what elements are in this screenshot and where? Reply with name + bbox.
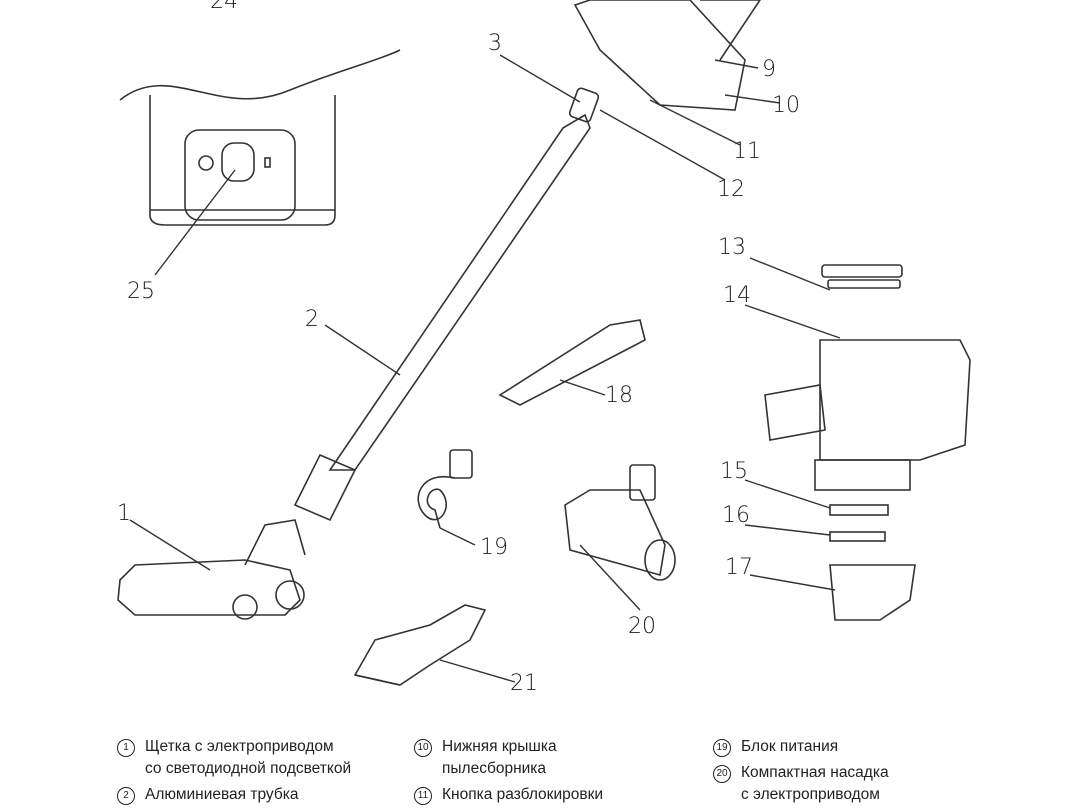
legend-number: 11 <box>414 787 432 805</box>
part-number-labels: 24 3 9 10 11 12 25 13 14 2 18 1 15 16 17… <box>117 0 800 696</box>
legend-number: 19 <box>713 739 731 757</box>
label-18: 18 <box>605 383 633 408</box>
dust-cup-detail <box>119 49 401 226</box>
legend-text: Нижняя крышка пылесборника <box>442 738 557 777</box>
legend-item: 20 Компактная насадка с электроприводом <box>713 762 889 806</box>
label-21: 21 <box>510 671 538 696</box>
legend-item: 2 Алюминиевая трубка <box>117 784 351 806</box>
legend-number: 10 <box>414 739 432 757</box>
legend-text: Компактная насадка с электроприводом <box>741 764 889 803</box>
label-13: 13 <box>718 235 746 260</box>
label-24: 24 <box>210 0 238 14</box>
main-unit-top <box>568 0 761 123</box>
legend-text: Алюминиевая трубка <box>145 786 299 803</box>
handheld-unit <box>764 264 971 621</box>
label-2: 2 <box>305 307 319 332</box>
label-9: 9 <box>762 57 776 82</box>
label-11: 11 <box>733 139 761 164</box>
crevice-tool <box>498 319 646 406</box>
legend-item: 19 Блок питания <box>713 736 889 758</box>
power-adapter <box>417 449 473 529</box>
legend-column-3: 19 Блок питания 20 Компактная насадка с эл… <box>713 736 889 810</box>
label-20: 20 <box>628 614 656 639</box>
legend-text: Кнопка разблокировки <box>442 786 604 803</box>
label-17: 17 <box>725 555 753 580</box>
electric-brush <box>117 519 306 620</box>
vacuum-exploded-diagram: 24 3 9 10 11 12 25 13 14 2 18 1 15 16 17… <box>117 0 971 696</box>
label-16: 16 <box>722 503 750 528</box>
label-25: 25 <box>127 279 155 304</box>
label-3: 3 <box>488 31 502 56</box>
legend-item: 1 Щетка с электроприводом со светодиодной… <box>117 736 351 780</box>
legend-item: 10 Нижняя крышка пылесборника <box>414 736 603 780</box>
legend-text: Блок питания <box>741 738 839 755</box>
label-1: 1 <box>117 501 131 526</box>
label-12: 12 <box>717 177 745 202</box>
legend-number: 2 <box>117 787 135 805</box>
legend-item: 11 Кнопка разблокировки <box>414 784 603 806</box>
legend-column-2: 10 Нижняя крышка пылесборника 11 Кнопка ра… <box>414 736 603 810</box>
legend-number: 1 <box>117 739 135 757</box>
label-14: 14 <box>723 283 751 308</box>
leader-lines <box>129 54 841 683</box>
mini-electric-brush <box>564 464 676 581</box>
label-10: 10 <box>772 93 800 118</box>
label-19: 19 <box>480 535 508 560</box>
aluminium-tube <box>293 113 591 522</box>
label-15: 15 <box>720 459 748 484</box>
legend-column-1: 1 Щетка с электроприводом со светодиодной… <box>117 736 351 810</box>
legend-number: 20 <box>713 765 731 783</box>
legend-text: Щетка с электроприводом со светодиодной … <box>145 738 352 777</box>
dusting-brush <box>353 604 487 686</box>
